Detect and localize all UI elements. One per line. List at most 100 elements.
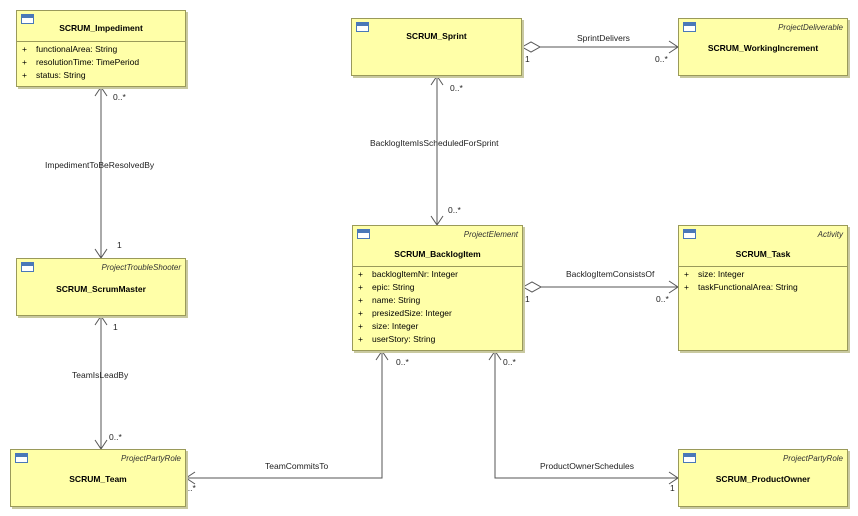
class-icon (356, 22, 369, 32)
line-po-schedules (494, 351, 678, 479)
visibility-marker: + (684, 282, 689, 292)
compartment-divider (353, 266, 522, 267)
attribute-list: + size: Integer + taskFunctionalArea: Stri… (684, 268, 845, 294)
arrow-head-backlog-bottom-left (375, 350, 389, 361)
assoc-label-impediment-resolved: ImpedimentToBeResolvedBy (45, 160, 155, 170)
class-name: SCRUM_Sprint (406, 31, 467, 41)
class-icon (683, 453, 696, 463)
class-scrum-impediment[interactable]: SCRUM_Impediment + functionalArea: String… (16, 10, 186, 87)
mult-increment-end: 0..* (655, 54, 668, 64)
attribute[interactable]: + backlogItemNr: Integer (358, 268, 520, 281)
class-stereotype: ProjectDeliverable (778, 23, 843, 32)
attribute[interactable]: + size: Integer (358, 320, 520, 333)
attribute-text: resolutionTime: TimePeriod (36, 57, 140, 67)
class-scrum-sprint[interactable]: SCRUM_Sprint (351, 18, 522, 76)
attribute-text: size: Integer (372, 321, 419, 331)
attribute-list: + backlogItemNr: Integer + epic: String + n… (358, 268, 520, 346)
attribute-text: functionalArea: String (36, 44, 118, 54)
class-name: SCRUM_Task (735, 249, 791, 259)
class-name: SCRUM_Impediment (59, 23, 143, 33)
class-icon (21, 262, 34, 272)
arrow-head-impediment (94, 86, 108, 97)
aggregation-diamond-sprint (520, 41, 542, 53)
visibility-marker: + (358, 295, 363, 305)
class-icon (683, 22, 696, 32)
class-scrum-productowner[interactable]: ProjectPartyRole SCRUM_ProductOwner (678, 449, 848, 507)
attribute[interactable]: + epic: String (358, 281, 520, 294)
class-name: SCRUM_ScrumMaster (56, 284, 146, 294)
class-icon (357, 229, 370, 239)
visibility-marker: + (358, 308, 363, 318)
class-stereotype: ProjectElement (463, 230, 518, 239)
attribute[interactable]: + name: String (358, 294, 520, 307)
attribute-text: epic: String (372, 282, 415, 292)
mult-backlog-commits-end: 0..* (396, 357, 409, 367)
class-name: SCRUM_WorkingIncrement (707, 43, 819, 53)
arrow-head-scrummaster-bottom (94, 315, 108, 326)
mult-impediment-end: 0..* (113, 92, 126, 102)
visibility-marker: + (22, 70, 27, 80)
arrow-head-backlog-bottom-right (488, 350, 502, 361)
visibility-marker: + (22, 44, 27, 54)
attribute[interactable]: + size: Integer (684, 268, 845, 281)
class-icon (15, 453, 28, 463)
class-icon (683, 229, 696, 239)
aggregation-diamond-backlog (521, 281, 543, 293)
mult-sprint-delivers-end: 1 (525, 54, 530, 64)
class-icon (21, 14, 34, 24)
mult-team-top-end: 0..* (109, 432, 122, 442)
attribute[interactable]: + taskFunctionalArea: String (684, 281, 845, 294)
assoc-label-sprint-delivers: SprintDelivers (577, 33, 630, 43)
attribute[interactable]: + status: String (22, 69, 183, 82)
visibility-marker: + (684, 269, 689, 279)
compartment-divider (679, 266, 847, 267)
mult-backlog-consists-end: 1 (525, 294, 530, 304)
mult-master-top-end: 1 (117, 240, 122, 250)
class-stereotype: Activity (817, 230, 843, 239)
attribute[interactable]: + functionalArea: String (22, 43, 183, 56)
class-scrum-scrummaster[interactable]: ProjectTroubleShooter SCRUM_ScrumMaster (16, 258, 186, 316)
mult-po-end: 1 (670, 483, 675, 493)
mult-sprint-scheduled-end: 0..* (450, 83, 463, 93)
visibility-marker: + (358, 269, 363, 279)
class-name: SCRUM_BacklogItem (394, 249, 481, 259)
class-scrum-backlogitem[interactable]: ProjectElement SCRUM_BacklogItem + backlo… (352, 225, 523, 351)
attribute-text: status: String (36, 70, 86, 80)
compartment-divider (17, 41, 185, 42)
attribute[interactable]: + userStory: String (358, 333, 520, 346)
class-name: SCRUM_ProductOwner (715, 474, 811, 484)
attribute-text: backlogItemNr: Integer (372, 269, 458, 279)
class-stereotype: ProjectPartyRole (782, 454, 843, 463)
attribute-text: presizedSize: Integer (372, 308, 452, 318)
mult-task-end: 0..* (656, 294, 669, 304)
attribute-text: taskFunctionalArea: String (698, 282, 798, 292)
assoc-label-team-lead: TeamIsLeadBy (72, 370, 129, 380)
attribute-list: + functionalArea: String + resolutionTime:… (22, 43, 183, 82)
line-team-commits (186, 351, 383, 479)
arrow-head-team-right (185, 471, 196, 485)
attribute[interactable]: + resolutionTime: TimePeriod (22, 56, 183, 69)
assoc-label-team-commits: TeamCommitsTo (265, 461, 329, 471)
class-name: SCRUM_Team (69, 474, 127, 484)
assoc-label-backlog-scheduled: BacklogItemIsScheduledForSprint (370, 138, 499, 148)
attribute[interactable]: + presizedSize: Integer (358, 307, 520, 320)
mult-team-right-end: 0..* (183, 483, 196, 493)
class-stereotype: ProjectTroubleShooter (101, 263, 181, 272)
visibility-marker: + (358, 321, 363, 331)
class-scrum-workingincrement[interactable]: ProjectDeliverable SCRUM_WorkingIncremen… (678, 18, 848, 76)
arrow-head-sprint-bottom (430, 75, 444, 86)
visibility-marker: + (22, 57, 27, 67)
attribute-text: size: Integer (698, 269, 745, 279)
class-scrum-team[interactable]: ProjectPartyRole SCRUM_Team (10, 449, 186, 507)
class-stereotype: ProjectPartyRole (120, 454, 181, 463)
class-scrum-task[interactable]: Activity SCRUM_Task + size: Integer + task… (678, 225, 848, 351)
assoc-label-backlog-consists: BacklogItemConsistsOf (566, 269, 655, 279)
mult-backlog-scheduled-end: 0..* (448, 205, 461, 215)
mult-backlog-po-end: 0..* (503, 357, 516, 367)
visibility-marker: + (358, 334, 363, 344)
mult-master-bottom-end: 1 (113, 322, 118, 332)
attribute-text: userStory: String (372, 334, 436, 344)
visibility-marker: + (358, 282, 363, 292)
attribute-text: name: String (372, 295, 421, 305)
